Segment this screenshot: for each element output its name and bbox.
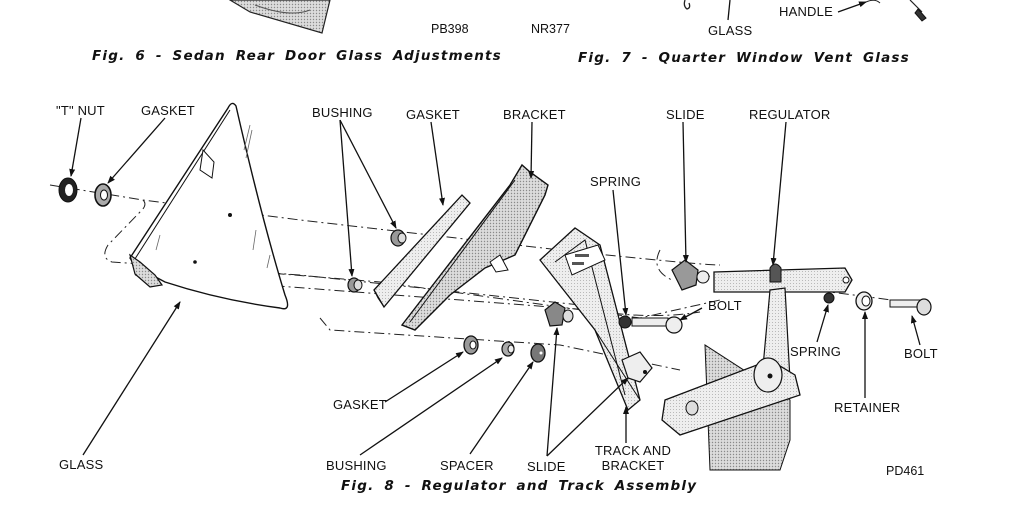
gasket-part-bottom (463, 335, 479, 355)
track-and-bracket-part (539, 227, 641, 412)
label-glass: GLASS (59, 457, 104, 472)
label-track-and-bracket-line2: BRACKET (601, 458, 665, 473)
label-gasket-bottom: GASKET (333, 397, 387, 412)
label-spacer: SPACER (440, 458, 494, 473)
label-bracket: BRACKET (503, 107, 566, 122)
fig6-illustration-fragment (228, 0, 331, 34)
fig6-code: PB398 (431, 22, 469, 36)
bushing-part-upper (390, 229, 407, 247)
slide-part-regulator (671, 259, 710, 291)
spring-part-left (618, 315, 632, 329)
bushing-part-lower (347, 277, 363, 293)
bracket-part (400, 163, 549, 331)
fig7-code: NR377 (531, 22, 570, 36)
label-track-and-bracket-line1: TRACK AND (594, 443, 672, 458)
fig6-caption: Fig. 6 - Sedan Rear Door Glass Adjustmen… (92, 48, 502, 64)
spring-part-right (823, 292, 835, 304)
bolt-part-left (631, 316, 683, 334)
slide-part-upper-track (544, 301, 574, 327)
regulator-part (661, 263, 853, 471)
label-bushing-bottom: BUSHING (326, 458, 387, 473)
slide-part-lower-track (621, 351, 653, 383)
label-retainer: RETAINER (834, 400, 901, 415)
label-bushing-top: BUSHING (312, 105, 373, 120)
spacer-part (530, 343, 546, 363)
label-slide-bottom: SLIDE (527, 459, 566, 474)
gasket-strip-part (373, 194, 471, 309)
glass-pane-part (129, 102, 289, 310)
fig8-code: PD461 (886, 464, 925, 478)
label-slide-top: SLIDE (666, 107, 705, 122)
bolt-part-right (889, 298, 932, 316)
fig7-label-glass: GLASS (708, 23, 753, 38)
t-nut-part (58, 177, 78, 203)
fig7-label-handle: HANDLE (779, 4, 833, 19)
label-bolt-right: BOLT (904, 346, 938, 361)
label-gasket-top: GASKET (141, 103, 195, 118)
gasket-part-top (94, 183, 112, 207)
bushing-part-bottom (501, 341, 515, 357)
fig7-illustration-fragment (683, 0, 927, 22)
label-spring-top: SPRING (590, 174, 642, 189)
label-t-nut: "T" NUT (56, 103, 105, 118)
retainer-part (855, 291, 873, 311)
label-gasket-mid: GASKET (406, 107, 460, 122)
fig7-caption: Fig. 7 - Quarter Window Vent Glass (578, 50, 910, 66)
label-regulator: REGULATOR (749, 107, 831, 122)
label-spring-right: SPRING (790, 344, 842, 359)
fig8-caption: Fig. 8 - Regulator and Track Assembly (341, 478, 698, 494)
label-bolt-left: BOLT (708, 298, 742, 313)
leader-lines (69, 117, 921, 457)
